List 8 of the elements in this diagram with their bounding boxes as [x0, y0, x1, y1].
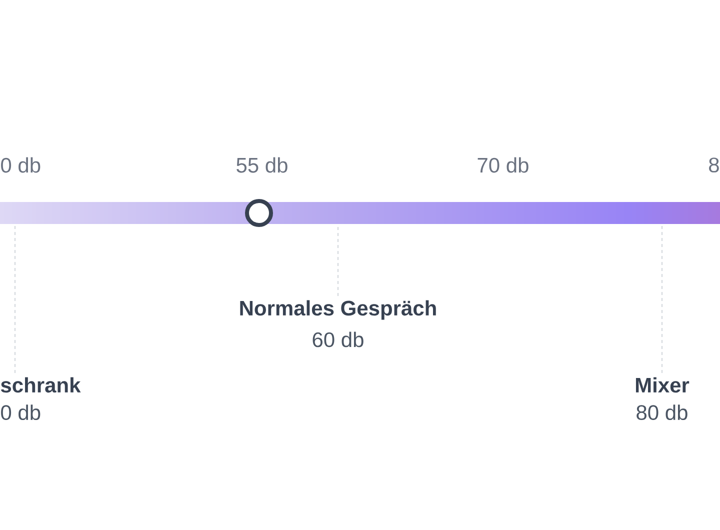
scale-value: 8: [709, 158, 719, 172]
marker-label: Mixer 80 db: [636, 377, 690, 420]
marker-label: Normales Gespräch 60 db: [240, 300, 436, 348]
scale-value: 0 db: [1, 157, 40, 173]
scale-value: 70 db: [478, 157, 528, 173]
gradient-bar: [0, 202, 720, 224]
marker-label: schrank 0 db: [0, 377, 81, 420]
scale-value: 55 db: [236, 157, 288, 173]
